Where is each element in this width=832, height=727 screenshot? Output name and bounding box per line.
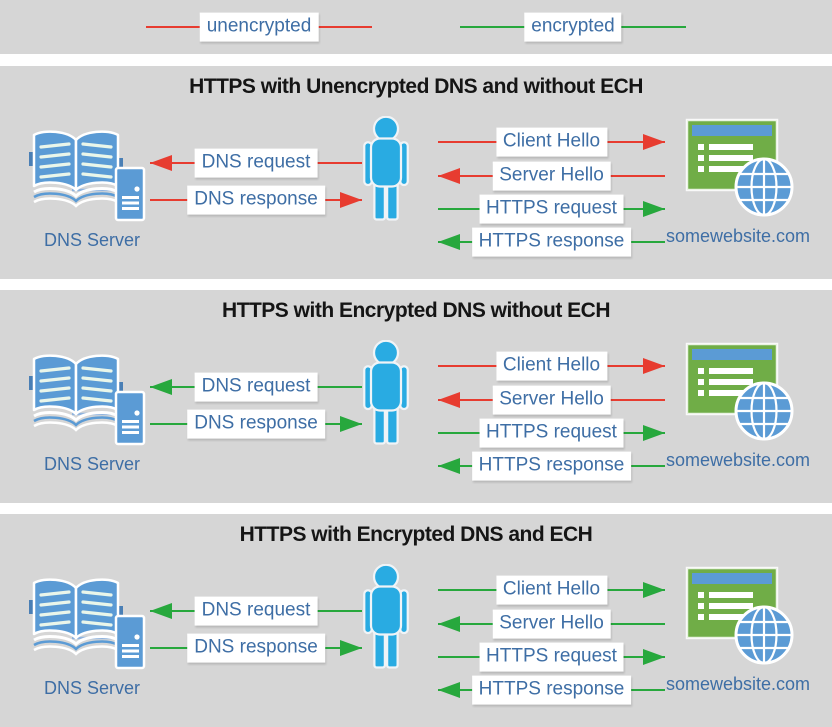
flow-https-request: HTTPS request	[438, 418, 665, 448]
user-icon	[356, 116, 416, 221]
flow-label: DNS response	[187, 633, 325, 663]
flow-label: HTTPS response	[471, 451, 632, 481]
flow-label: Client Hello	[495, 575, 608, 605]
flow-label: Client Hello	[495, 127, 608, 157]
flow-label: HTTPS response	[471, 675, 632, 705]
flow-dns-response: DNS response	[150, 185, 362, 215]
flow-label: Server Hello	[492, 609, 611, 639]
website-label: somewebsite.com	[666, 450, 811, 470]
arrowhead-icon	[150, 379, 172, 395]
arrowhead-icon	[643, 358, 665, 374]
flow-label: DNS response	[187, 185, 325, 215]
flow-label: Client Hello	[495, 351, 608, 381]
legend-label: encrypted	[524, 12, 622, 42]
flow-server-hello: Server Hello	[438, 161, 665, 191]
legend-banner: unencrypted encrypted	[0, 0, 832, 54]
user-icon	[356, 564, 416, 669]
arrowhead-icon	[150, 155, 172, 171]
website-label: somewebsite.com	[666, 674, 811, 694]
flow-dns-request: DNS request	[150, 596, 362, 626]
arrowhead-icon	[438, 392, 460, 408]
flow-https-request: HTTPS request	[438, 194, 665, 224]
flow-dns-request: DNS request	[150, 148, 362, 178]
flow-client-hello: Client Hello	[438, 127, 665, 157]
legend-item-unencrypted: unencrypted	[146, 12, 372, 42]
arrowhead-icon	[643, 425, 665, 441]
flow-label: Server Hello	[492, 161, 611, 191]
flow-label: Server Hello	[492, 385, 611, 415]
panel-encrypted-dns-without-ech: HTTPS with Encrypted DNS without ECH DNS…	[0, 290, 832, 503]
legend-label: unencrypted	[199, 12, 319, 42]
flow-https-response: HTTPS response	[438, 227, 665, 257]
flow-client-hello: Client Hello	[438, 575, 665, 605]
arrowhead-icon	[150, 603, 172, 619]
flow-label: DNS response	[187, 409, 325, 439]
website-icon	[684, 565, 799, 665]
flow-label: DNS request	[194, 372, 318, 402]
flow-label: HTTPS request	[479, 418, 624, 448]
arrowhead-icon	[438, 234, 460, 250]
dns-server-label: DNS Server	[44, 678, 141, 698]
flow-label: HTTPS request	[479, 642, 624, 672]
arrowhead-icon	[643, 201, 665, 217]
panel-unencrypted-dns-without-ech: HTTPS with Unencrypted DNS and without E…	[0, 66, 832, 279]
arrowhead-icon	[438, 168, 460, 184]
panel-encrypted-dns-and-ech: HTTPS with Encrypted DNS and ECH DNS Ser…	[0, 514, 832, 727]
flow-dns-response: DNS response	[150, 409, 362, 439]
flow-label: DNS request	[194, 148, 318, 178]
flow-server-hello: Server Hello	[438, 609, 665, 639]
website-icon	[684, 117, 799, 217]
arrowhead-icon	[340, 192, 362, 208]
flow-dns-response: DNS response	[150, 633, 362, 663]
panel-title: HTTPS with Unencrypted DNS and without E…	[189, 75, 643, 98]
flow-https-request: HTTPS request	[438, 642, 665, 672]
dns-server-label: DNS Server	[44, 454, 141, 474]
arrowhead-icon	[438, 682, 460, 698]
arrowhead-icon	[643, 649, 665, 665]
arrowhead-icon	[438, 458, 460, 474]
flow-server-hello: Server Hello	[438, 385, 665, 415]
flow-https-response: HTTPS response	[438, 451, 665, 481]
flow-label: HTTPS response	[471, 227, 632, 257]
user-icon	[356, 340, 416, 445]
panel-title: HTTPS with Encrypted DNS and ECH	[239, 523, 593, 546]
flow-dns-request: DNS request	[150, 372, 362, 402]
flow-label: HTTPS request	[479, 194, 624, 224]
flow-https-response: HTTPS response	[438, 675, 665, 705]
legend-item-encrypted: encrypted	[460, 12, 686, 42]
flow-label: DNS request	[194, 596, 318, 626]
arrowhead-icon	[438, 616, 460, 632]
dns-server-label: DNS Server	[44, 230, 141, 250]
arrowhead-icon	[643, 582, 665, 598]
arrowhead-icon	[340, 416, 362, 432]
website-icon	[684, 341, 799, 441]
website-label: somewebsite.com	[666, 226, 811, 246]
panel-title: HTTPS with Encrypted DNS without ECH	[221, 299, 611, 322]
flow-client-hello: Client Hello	[438, 351, 665, 381]
arrowhead-icon	[340, 640, 362, 656]
arrowhead-icon	[643, 134, 665, 150]
